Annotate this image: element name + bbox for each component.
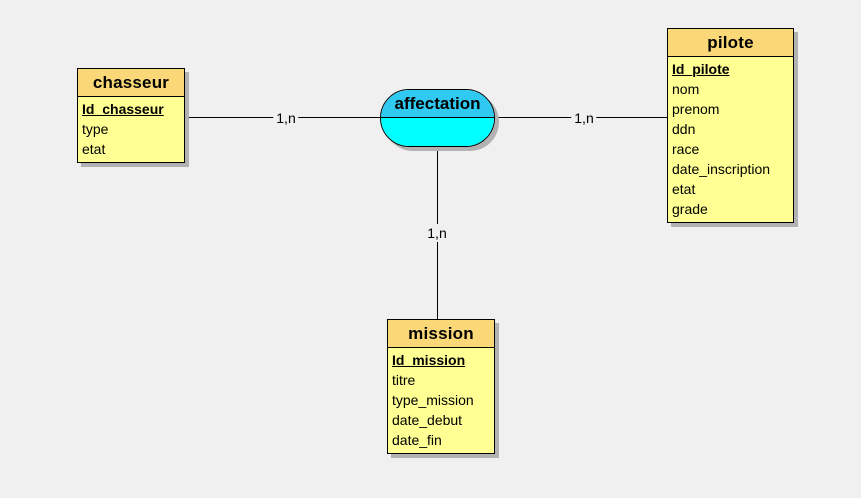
attribute-id-chasseur: Id_chasseur: [82, 101, 164, 117]
entity-pilote-attributes: Id_pilote nom prenom ddn race date_inscr…: [668, 57, 793, 222]
entity-mission[interactable]: mission Id_mission titre type_mission da…: [387, 319, 495, 454]
attribute-etat-pilote: etat: [672, 181, 696, 197]
attribute-titre: titre: [392, 372, 416, 388]
entity-mission-attributes: Id_mission titre type_mission date_debut…: [388, 348, 494, 453]
entity-chasseur[interactable]: chasseur Id_chasseur type etat: [77, 68, 185, 163]
attribute-ddn: ddn: [672, 121, 696, 137]
entity-mission-title: mission: [388, 320, 494, 348]
entity-chasseur-attributes: Id_chasseur type etat: [78, 97, 184, 162]
attribute-race: race: [672, 141, 700, 157]
attribute-type: type: [82, 121, 109, 137]
attribute-date-fin: date_fin: [392, 432, 442, 448]
entity-pilote[interactable]: pilote Id_pilote nom prenom ddn race dat…: [667, 28, 794, 223]
cardinality-chasseur-affectation[interactable]: 1,n: [273, 109, 299, 127]
attribute-prenom: prenom: [672, 101, 720, 117]
relation-affectation-body: [381, 118, 494, 146]
attribute-date-inscription: date_inscription: [672, 161, 771, 177]
attribute-id-pilote: Id_pilote: [672, 61, 730, 77]
relation-affectation[interactable]: affectation: [380, 89, 495, 147]
attribute-date-debut: date_debut: [392, 412, 463, 428]
attribute-id-mission: Id_mission: [392, 352, 466, 368]
cardinality-mission-affectation[interactable]: 1,n: [424, 224, 450, 242]
attribute-nom: nom: [672, 81, 700, 97]
attribute-etat: etat: [82, 141, 106, 157]
attribute-grade: grade: [672, 201, 708, 217]
entity-chasseur-title: chasseur: [78, 69, 184, 97]
relation-affectation-label: affectation: [381, 90, 494, 118]
entity-pilote-title: pilote: [668, 29, 793, 57]
attribute-type-mission: type_mission: [392, 392, 474, 408]
cardinality-pilote-affectation[interactable]: 1,n: [571, 109, 597, 127]
